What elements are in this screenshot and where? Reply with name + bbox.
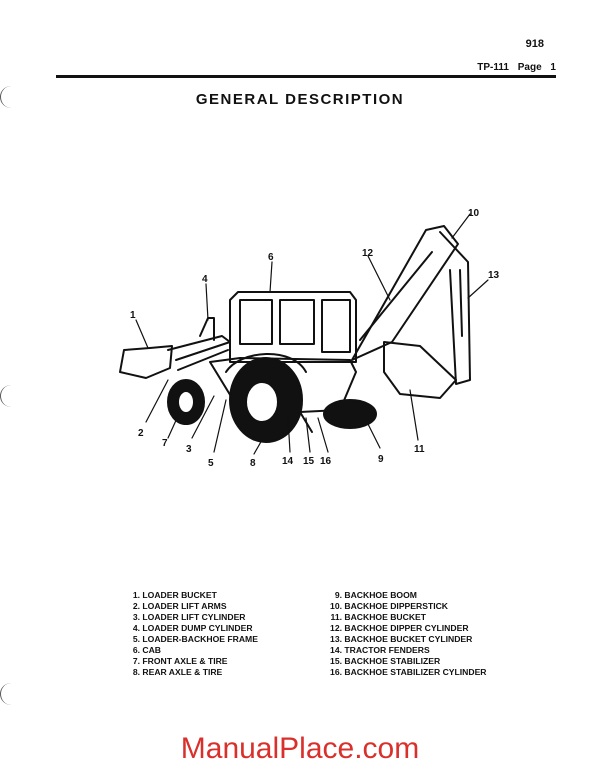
loader-lift-arms-drawing [167, 335, 231, 361]
callout-16: 16 [320, 456, 332, 467]
legend-item: 13. BACKHOE BUCKET CYLINDER [330, 634, 473, 644]
legend-item: 4. LOADER DUMP CYLINDER [132, 623, 253, 633]
legend-item: 2. LOADER LIFT ARMS [132, 601, 227, 611]
parts-legend-right: 9. BACKHOE BOOM 10. BACKHOE DIPPERSTICK … [318, 590, 487, 678]
header-rule [56, 75, 556, 78]
legend-label: CAB [142, 645, 162, 655]
legend-label: BACKHOE DIPPER CYLINDER [344, 623, 469, 633]
watermark-link[interactable]: ManualPlace.com [180, 732, 420, 765]
callout-10: 10 [468, 208, 480, 219]
callout-12: 12 [362, 248, 374, 259]
leader-lines [135, 213, 489, 455]
legend-label: TRACTOR FENDERS [344, 645, 430, 655]
backhoe-ground-shadow [323, 399, 377, 429]
page-title: GENERAL DESCRIPTION [195, 91, 405, 108]
callout-9: 9 [378, 454, 384, 465]
legend-item: 11. BACKHOE BUCKET [330, 612, 427, 622]
parts-legend-left: 1. LOADER BUCKET 2. LOADER LIFT ARMS 3. … [116, 590, 258, 678]
legend-item: 1. LOADER BUCKET [132, 590, 217, 600]
callout-11: 11 [414, 444, 425, 455]
legend-item: 14. TRACTOR FENDERS [330, 645, 430, 655]
binder-hole-middle [0, 385, 15, 407]
legend-item: 10. BACKHOE DIPPERSTICK [330, 601, 449, 611]
legend-label: LOADER DUMP CYLINDER [142, 623, 253, 633]
legend-label: LOADER BUCKET [142, 590, 217, 600]
legend-item: 3. LOADER LIFT CYLINDER [132, 612, 246, 622]
callout-13: 13 [488, 270, 500, 281]
backhoe-dipperstick-drawing [439, 231, 471, 385]
callout-8: 8 [250, 458, 256, 469]
callout-15: 15 [303, 456, 315, 467]
backhoe-boom-drawing [351, 225, 459, 361]
page-number: 918 [525, 38, 544, 50]
legend-label: LOADER-BACKHOE FRAME [142, 634, 258, 644]
cab-drawing [229, 291, 357, 363]
backhoe-bucket-drawing [383, 341, 457, 399]
callout-7: 7 [162, 438, 168, 449]
backhoe-dipper-cylinder-drawing [359, 251, 433, 341]
legend-item: 9. BACKHOE BOOM [334, 590, 417, 600]
callout-4: 4 [202, 274, 208, 285]
legend-label: BACKHOE BUCKET CYLINDER [344, 634, 473, 644]
legend-label: BACKHOE DIPPERSTICK [344, 601, 449, 611]
backhoe-bucket-cylinder-drawing [459, 269, 463, 337]
callout-1: 1 [130, 310, 136, 321]
legend-label: BACKHOE STABILIZER [344, 656, 441, 666]
legend-item: 8. REAR AXLE & TIRE [132, 667, 223, 677]
callout-3: 3 [186, 444, 192, 455]
legend-item: 5. LOADER-BACKHOE FRAME [132, 634, 258, 644]
binder-hole-top [0, 86, 15, 108]
legend-item: 6. CAB [132, 645, 162, 655]
legend-item: 12. BACKHOE DIPPER CYLINDER [330, 623, 469, 633]
callout-5: 5 [208, 458, 214, 469]
legend-label: FRONT AXLE & TIRE [142, 656, 228, 666]
document-reference: TP-111 Page 1 [477, 62, 556, 73]
loader-lift-cylinder-drawing [177, 349, 229, 371]
legend-item: 7. FRONT AXLE & TIRE [132, 656, 228, 666]
backhoe-loader-diagram: 1 2 3 4 5 6 7 8 9 10 11 12 13 14 15 16 [119, 208, 500, 469]
legend-label: BACKHOE BOOM [344, 590, 417, 600]
callout-6: 6 [268, 252, 274, 263]
tractor-fender-drawing [225, 353, 307, 373]
loader-bucket-drawing [119, 345, 173, 379]
legend-label: LOADER LIFT CYLINDER [142, 612, 246, 622]
binder-hole-bottom [0, 683, 15, 705]
legend-label: REAR AXLE & TIRE [142, 667, 223, 677]
front-tire-drawing [167, 379, 205, 425]
loader-dump-cylinder-drawing [199, 317, 215, 341]
callout-2: 2 [138, 428, 144, 439]
legend-item: 16. BACKHOE STABILIZER CYLINDER [330, 667, 487, 677]
legend-item: 15. BACKHOE STABILIZER [330, 656, 441, 666]
legend-label: BACKHOE STABILIZER CYLINDER [344, 667, 487, 677]
legend-label: LOADER LIFT ARMS [142, 601, 227, 611]
callout-14: 14 [282, 456, 294, 467]
legend-label: BACKHOE BUCKET [344, 612, 427, 622]
rear-tire-drawing [229, 357, 303, 443]
